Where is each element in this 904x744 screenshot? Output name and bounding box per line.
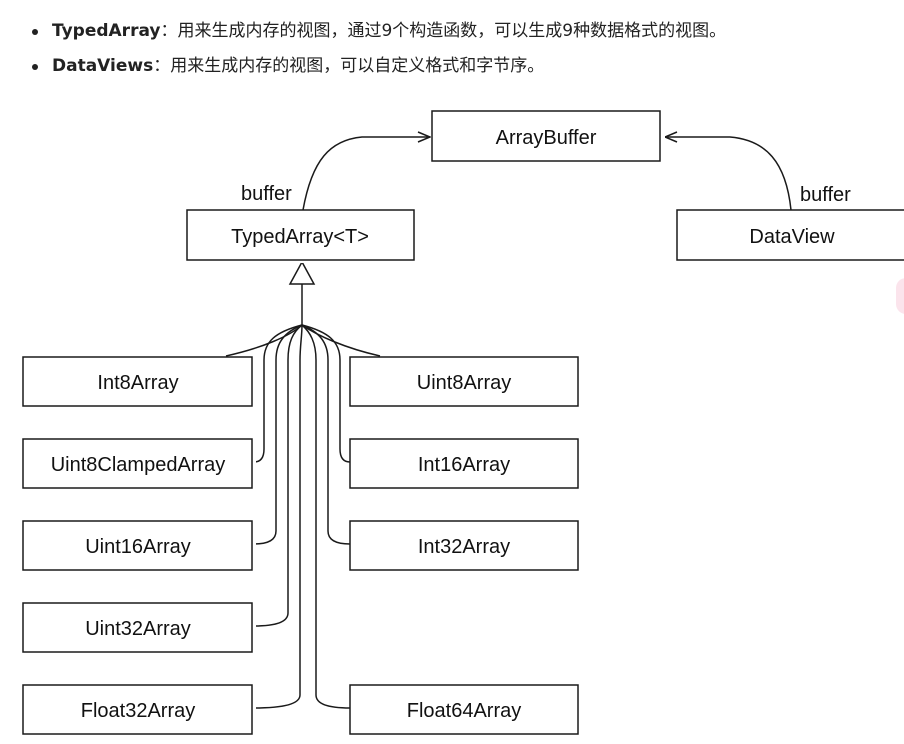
node-label: Int8Array: [97, 372, 178, 394]
node-label: Int32Array: [418, 536, 510, 558]
edge-label-buffer-left: buffer: [241, 183, 292, 205]
node-label: Uint32Array: [85, 618, 191, 640]
node-label: Uint8Array: [417, 372, 511, 394]
node-label: TypedArray<T>: [231, 226, 369, 248]
bullet-list: TypedArray：用来生成内存的视图，通过9个构造函数，可以生成9种数据格式…: [30, 14, 726, 84]
connector-float64array: [301, 324, 351, 709]
node-label: Int16Array: [418, 454, 510, 476]
bullet-dataviews: DataViews：用来生成内存的视图，可以自定义格式和字节序。: [30, 49, 726, 84]
node-label: Uint16Array: [85, 536, 191, 558]
node-dataview: DataView: [676, 209, 904, 263]
edge-label-buffer-right: buffer: [800, 184, 851, 206]
node-label: Uint8ClampedArray: [51, 454, 226, 476]
node-typedarray: TypedArray<T>: [186, 209, 419, 263]
bullet-term: DataViews: [52, 56, 154, 76]
inheritance-triangle: [288, 260, 316, 285]
connector-dataview-to-arraybuffer: [665, 137, 792, 211]
node-uint8array: Uint8Array: [349, 356, 582, 409]
bullet-term: TypedArray: [52, 21, 161, 41]
left-subclass-column: Int8Array Uint8ClampedArray Uint16Array …: [22, 356, 256, 737]
connector-uint16array: [253, 324, 303, 545]
connector-int32array: [301, 324, 351, 545]
node-float32array: Float32Array: [22, 684, 256, 737]
node-label: Float32Array: [81, 700, 196, 722]
connector-int16array: [301, 324, 351, 463]
node-uint16array: Uint16Array: [22, 520, 256, 573]
right-subclass-column: Uint8Array Int16Array Int32Array Float64…: [349, 356, 582, 737]
node-int8array: Int8Array: [22, 356, 256, 409]
node-int32array: Int32Array: [349, 520, 582, 573]
connector-typedarray-to-arraybuffer: [302, 137, 430, 211]
node-int16array: Int16Array: [349, 438, 582, 491]
node-uint32array: Uint32Array: [22, 602, 256, 655]
bullet-typedarray: TypedArray：用来生成内存的视图，通过9个构造函数，可以生成9种数据格式…: [30, 14, 726, 49]
bullet-desc: ：用来生成内存的视图，可以自定义格式和字节序。: [153, 56, 545, 76]
node-label: ArrayBuffer: [496, 127, 597, 149]
node-label: DataView: [749, 226, 835, 248]
side-float-button[interactable]: [896, 278, 904, 314]
node-float64array: Float64Array: [349, 684, 582, 737]
subclass-connector-lines: [225, 324, 381, 709]
connector-uint32array: [253, 324, 303, 627]
connector-float32array: [253, 324, 303, 709]
node-uint8clampedarray: Uint8ClampedArray: [22, 438, 256, 491]
node-arraybuffer: ArrayBuffer: [431, 110, 665, 164]
connector-uint8array: [301, 324, 381, 357]
connector-uint8clampedarray: [253, 324, 303, 463]
bullet-desc: ：用来生成内存的视图，通过9个构造函数，可以生成9种数据格式的视图。: [160, 21, 727, 41]
node-label: Float64Array: [407, 700, 522, 722]
